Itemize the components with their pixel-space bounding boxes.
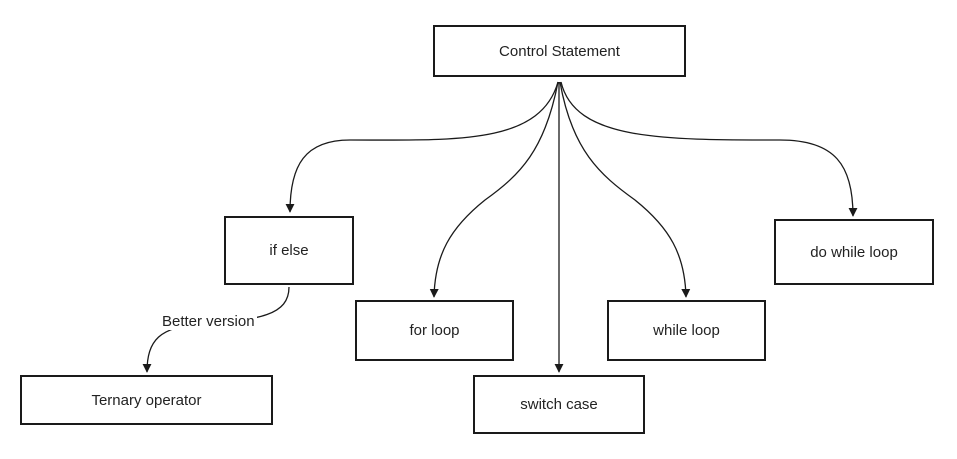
node-for-loop-label: for loop	[409, 322, 460, 339]
edge-root-to-do-while-loop	[560, 81, 858, 217]
edge-root-to-while-loop	[559, 81, 691, 298]
node-if-else-label: if else	[269, 242, 309, 259]
node-control-statement-label: Control Statement	[499, 42, 620, 60]
edge-root-to-if-else	[285, 81, 559, 213]
node-switch-case-label: switch case	[520, 396, 598, 413]
node-for-loop[interactable]: for loop	[355, 300, 514, 361]
node-do-while-loop-label: do while loop	[810, 243, 898, 261]
node-ternary-operator[interactable]: Ternary operator	[20, 375, 273, 425]
node-while-loop-label: while loop	[653, 322, 720, 339]
edge-label-better-version: Better version	[160, 313, 257, 330]
node-do-while-loop[interactable]: do while loop	[774, 219, 934, 285]
node-ternary-operator-label: Ternary operator	[91, 391, 202, 409]
node-while-loop[interactable]: while loop	[607, 300, 766, 361]
node-control-statement[interactable]: Control Statement	[433, 25, 686, 77]
node-switch-case[interactable]: switch case	[473, 375, 645, 434]
node-if-else[interactable]: if else	[224, 216, 354, 285]
edge-root-to-for-loop	[429, 81, 559, 298]
